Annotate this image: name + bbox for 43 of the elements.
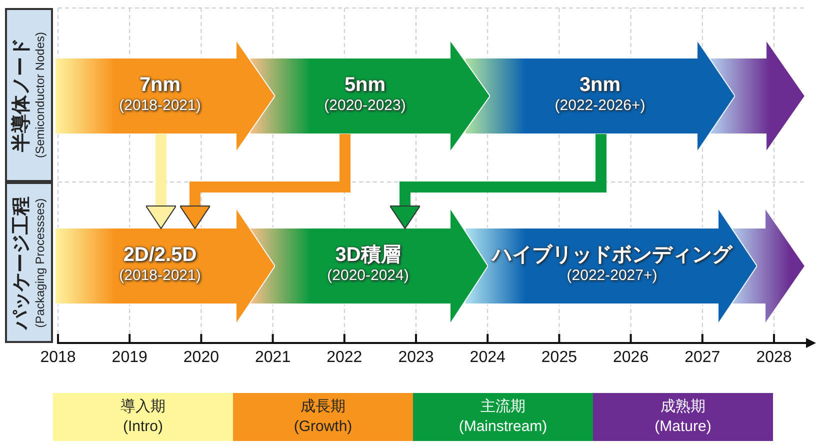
arrow-title: 3nm xyxy=(579,73,621,97)
row-subtitle: (Semiconductor Nodes) xyxy=(33,30,47,160)
year-label: 2023 xyxy=(397,349,435,367)
arrow-period: (2018-2021) xyxy=(119,267,201,285)
arrow-title: 2D/2.5D xyxy=(123,243,197,267)
year-label: 2024 xyxy=(468,349,506,367)
year-label: 2027 xyxy=(684,349,722,367)
phase-band xyxy=(465,208,757,324)
row-title: 半導体ノード xyxy=(11,37,33,154)
year-label: 2021 xyxy=(254,349,292,367)
year-label: 2026 xyxy=(612,349,650,367)
legend-label: 主流期 (Mainstream) xyxy=(458,397,548,437)
arrow-title: 7nm xyxy=(139,73,181,97)
year-label: 2028 xyxy=(755,349,793,367)
year-label: 2022 xyxy=(326,349,364,367)
year-label: 2020 xyxy=(182,349,220,367)
arrow-title: 5nm xyxy=(344,73,386,97)
legend-label: 成熟期 (Mature) xyxy=(654,397,712,437)
phase-band xyxy=(250,40,490,152)
year-label: 2018 xyxy=(39,349,77,367)
arrow-period: (2020-2023) xyxy=(324,97,406,115)
arrow-title: 3D積層 xyxy=(335,243,401,267)
arrow-period: (2018-2021) xyxy=(119,97,201,115)
year-label: 2025 xyxy=(540,349,578,367)
connector-arrow xyxy=(145,134,177,230)
connector-arrow xyxy=(179,134,350,230)
phase-band xyxy=(250,208,488,324)
year-label: 2019 xyxy=(110,349,148,367)
row-subtitle: (Packaging Processses) xyxy=(33,196,47,330)
phase-band-tip xyxy=(710,40,805,152)
row-header xyxy=(5,8,53,182)
arrow-title: ハイブリッドボンディング xyxy=(492,243,732,267)
arrow-period: (2022-2027+) xyxy=(566,267,658,285)
row-title: パッケージ工程 xyxy=(11,195,33,332)
phase-band xyxy=(55,208,275,324)
connector-arrow xyxy=(389,134,606,230)
legend-label: 成長期 (Growth) xyxy=(294,397,352,437)
legend-label: 導入期 (Intro) xyxy=(120,397,166,437)
arrow-period: (2020-2024) xyxy=(327,267,409,285)
phase-band xyxy=(465,40,735,152)
row-header xyxy=(5,182,53,343)
phase-band xyxy=(55,40,275,152)
arrow-period: (2022-2026+) xyxy=(554,97,646,115)
